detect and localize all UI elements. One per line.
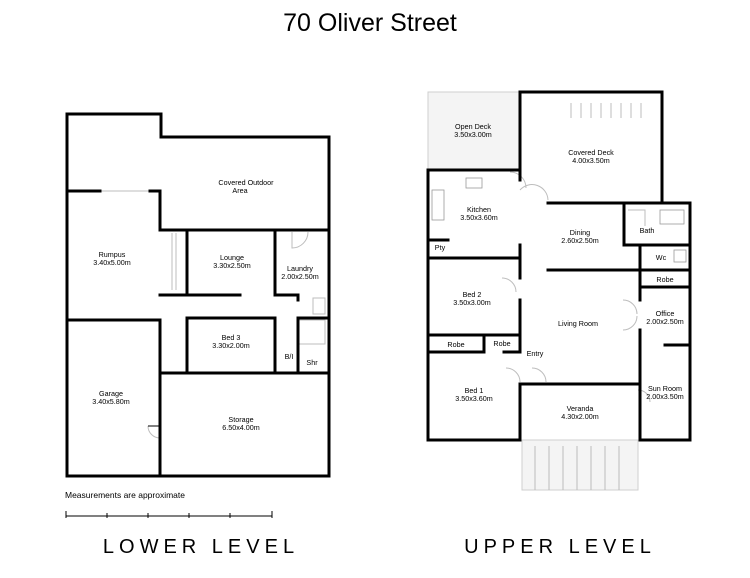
room-label-bath: Bath <box>640 226 655 235</box>
room-label-veranda: Veranda <box>567 404 594 413</box>
room-label-storage: Storage <box>228 415 253 424</box>
room-label-entry: Entry <box>527 349 544 358</box>
room-label-bed1: Bed 1 <box>465 386 484 395</box>
entry-door-swing <box>505 367 521 383</box>
room-label-office: Office <box>656 309 675 318</box>
room-label-covered-outdoor: Covered Outdoor <box>218 178 274 187</box>
room-label-rumpus: Rumpus <box>99 250 126 259</box>
room-label-covered-deck: Covered Deck <box>568 148 614 157</box>
bath-vanity <box>659 209 685 225</box>
veranda-steps-area <box>521 439 639 491</box>
measurements-note: Measurements are approximate <box>65 490 185 500</box>
room-size-bed2: 3.50x3.00m <box>453 298 491 307</box>
room-label-robe-bed2: Robe <box>493 339 510 348</box>
storage-door-swing <box>147 425 161 439</box>
room-label-bi: B/I <box>285 352 294 361</box>
laundry-door-swing <box>291 231 309 249</box>
room-size-veranda: 4.30x2.00m <box>561 412 599 421</box>
scale-bar <box>65 511 273 518</box>
upper-wall-outer-right <box>518 90 692 442</box>
room-size-lounge: 3.30x2.50m <box>213 261 251 270</box>
room-label-covered-outdoor-2: Area <box>232 186 247 195</box>
room-label-pty: Pty <box>435 243 446 252</box>
room-size-kitchen: 3.50x3.60m <box>460 213 498 222</box>
entry-door-swing <box>531 367 547 383</box>
bath-door-swing <box>628 209 646 226</box>
room-label-wc: Wc <box>656 253 667 262</box>
door-swing <box>501 277 517 293</box>
room-label-garage: Garage <box>99 389 123 398</box>
room-size-garage: 3.40x5.80m <box>92 397 130 406</box>
room-size-covered-deck: 4.00x3.50m <box>572 156 610 165</box>
room-label-bed2: Bed 2 <box>463 290 482 299</box>
page-title: 70 Oliver Street <box>283 9 457 37</box>
room-size-laundry: 2.00x2.50m <box>281 272 319 281</box>
room-label-sun-room: Sun Room <box>648 384 682 393</box>
room-size-office: 2.00x2.50m <box>646 317 684 326</box>
shower-recess <box>298 319 326 345</box>
room-label-lounge: Lounge <box>220 253 244 262</box>
lower-wall-storage <box>158 228 331 478</box>
room-size-rumpus: 3.40x5.00m <box>93 258 131 267</box>
room-size-storage: 6.50x4.00m <box>222 423 260 432</box>
room-label-kitchen: Kitchen <box>467 205 491 214</box>
upper-level-plan <box>426 90 692 491</box>
door-swing <box>519 184 549 201</box>
room-label-shr: Shr <box>306 358 318 367</box>
room-label-robe-bed1: Robe <box>447 340 464 349</box>
room-label-robe-upper: Robe <box>656 275 673 284</box>
cooktop <box>431 189 445 221</box>
office-door-swing <box>622 315 638 331</box>
upper-level-label: UPPER LEVEL <box>464 536 656 558</box>
room-size-bed1: 3.50x3.60m <box>455 394 493 403</box>
room-size-sun-room: 2.00x3.50m <box>646 392 684 401</box>
room-size-open-deck: 3.50x3.00m <box>454 130 492 139</box>
room-label-dining: Dining <box>570 228 590 237</box>
room-label-bed3: Bed 3 <box>222 333 241 342</box>
room-label-laundry: Laundry <box>287 264 313 273</box>
lower-wall-top-right <box>159 112 331 232</box>
lower-level-plan <box>65 112 331 478</box>
shower-fixture <box>312 297 326 315</box>
room-size-bed3: 3.30x2.00m <box>212 341 250 350</box>
room-label-living: Living Room <box>558 319 598 328</box>
toilet <box>673 249 687 263</box>
lower-level-label: LOWER LEVEL <box>103 536 299 558</box>
office-door-swing <box>622 299 638 315</box>
room-label-open-deck: Open Deck <box>455 122 491 131</box>
room-size-dining: 2.60x2.50m <box>561 236 599 245</box>
upper-wall-outer-left <box>426 90 522 442</box>
door-swing <box>509 171 527 189</box>
kitchen-sink <box>465 177 483 189</box>
